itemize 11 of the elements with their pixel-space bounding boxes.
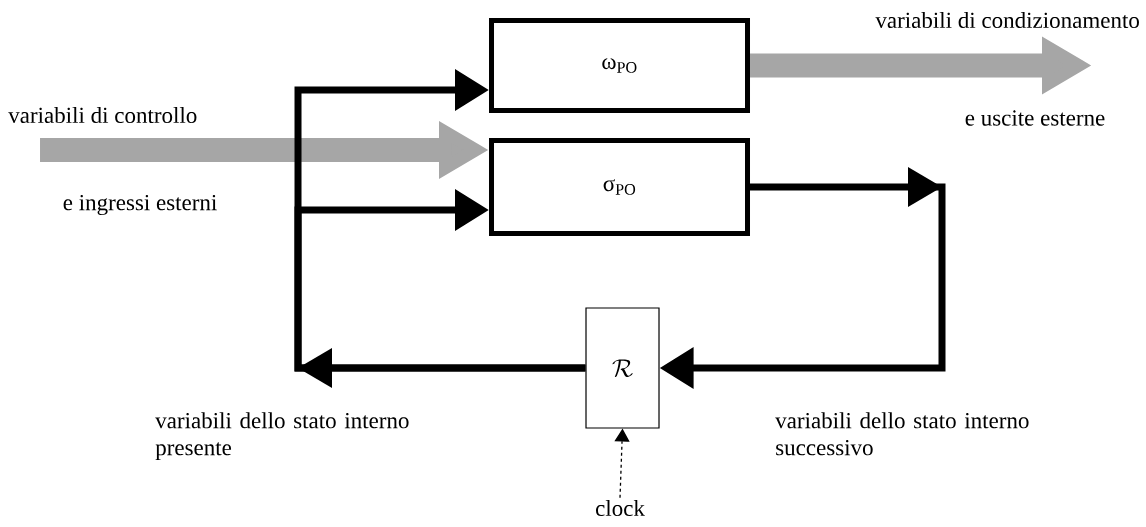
label-text: e ingressi esterni xyxy=(63,194,217,216)
function-box: ω$_{PO}$ xyxy=(489,18,750,113)
label-text: variabili dello stato interno successivo xyxy=(775,412,1029,456)
arrow xyxy=(294,189,586,372)
label-text: variabili di controllo xyxy=(8,106,197,124)
label-text: variabili di condizionamento xyxy=(875,11,1139,29)
function-box: σ$_{PO}$ xyxy=(489,138,750,236)
label-text: e uscite esterne xyxy=(965,110,1105,126)
clock-label: clock xyxy=(596,499,645,517)
label-text: variabili dello stato interno presente xyxy=(155,412,409,461)
register-box: $\mathcal{R}$ xyxy=(585,307,660,429)
